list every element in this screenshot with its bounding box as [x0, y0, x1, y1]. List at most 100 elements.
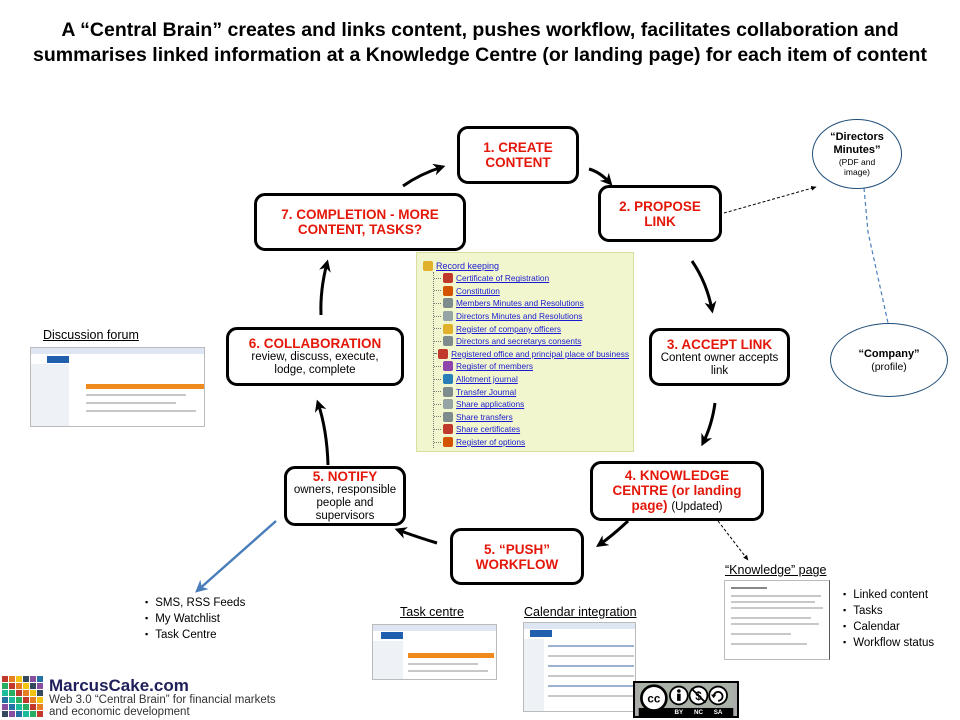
record-keeping-item-label: Allotment journal — [456, 374, 518, 385]
notify-channel-item: My Watchlist — [145, 611, 245, 627]
link-directors-company — [863, 187, 889, 324]
arrow-7-to-1 — [402, 163, 446, 188]
svg-text:cc: cc — [647, 694, 660, 706]
record-keeping-item[interactable]: Allotment journal — [434, 373, 629, 386]
step-accept-link-heading: 3. ACCEPT LINK — [666, 336, 773, 352]
notify-channels: SMS, RSS FeedsMy WatchlistTask Centre — [145, 595, 245, 643]
brand-name: MarcusCake.com — [49, 676, 189, 695]
task-centre-thumbnail — [372, 624, 497, 680]
sa-share-alike-icon — [708, 685, 728, 706]
arrow-notify-to-channels — [195, 520, 277, 593]
officer-icon — [443, 323, 453, 334]
document-icon — [443, 336, 453, 347]
knowledge-page-item: Linked content — [843, 587, 934, 603]
register-book-icon — [443, 437, 453, 448]
brand-tagline-line-1: Web 3.0 “Central Brain” for financial ma… — [49, 694, 276, 706]
office-icon — [438, 348, 449, 359]
record-keeping-item[interactable]: Directors Minutes and Resolutions — [434, 310, 629, 323]
register-book-icon — [443, 298, 453, 309]
record-keeping-item-label: Share transfers — [456, 411, 513, 422]
record-keeping-item[interactable]: Register of options — [434, 436, 629, 449]
record-keeping-item[interactable]: Register of members — [434, 360, 629, 373]
record-keeping-item[interactable]: Share certificates — [434, 423, 629, 436]
record-keeping-item[interactable]: Members Minutes and Resolutions — [434, 297, 629, 310]
record-keeping-item-label: Register of options — [456, 437, 526, 448]
arrow-6-to-7 — [319, 259, 331, 316]
step-create-content-heading: 1. CREATE CONTENT — [483, 140, 553, 170]
caption-discussion-forum: Discussion forum — [43, 328, 139, 342]
seal-icon — [443, 285, 453, 296]
calendar-thumbnail — [523, 622, 636, 712]
folder-icon — [423, 260, 433, 271]
step-notify-detail: owners, responsible people and superviso… — [293, 484, 397, 522]
record-keeping-item[interactable]: Registered office and principal place of… — [434, 348, 629, 361]
step-knowledge-centre-heading: 4. KNOWLEDGE CENTRE (or landing page) (U… — [599, 468, 755, 515]
record-keeping-item-label: Transfer Journal — [456, 386, 517, 397]
record-keeping-item[interactable]: Transfer Journal — [434, 385, 629, 398]
notify-channel-item: SMS, RSS Feeds — [145, 595, 245, 611]
cc-icon — [640, 684, 668, 712]
oval-company-profile: “Company” (profile) — [830, 323, 948, 397]
step-knowledge-centre-note: (Updated) — [671, 500, 723, 513]
step-push-workflow-heading: 5. “PUSH” WORKFLOW — [475, 541, 559, 572]
record-keeping-item-label: Registered office and principal place of… — [451, 348, 629, 359]
arrow-1-to-2 — [588, 167, 613, 186]
record-keeping-root[interactable]: Record keeping — [423, 259, 629, 272]
step-knowledge-centre-title: 4. KNOWLEDGE CENTRE (or landing page) — [612, 467, 742, 513]
record-keeping-item-label: Directors Minutes and Resolutions — [456, 311, 583, 322]
members-icon — [443, 361, 453, 372]
knowledge-page-items: Linked contentTasksCalendarWorkflow stat… — [843, 587, 934, 651]
knowledge-page-item: Tasks — [843, 603, 934, 619]
oval-directors-minutes: “Directors Minutes” (PDF and image) — [812, 119, 902, 189]
caption-knowledge-page: “Knowledge” page — [725, 563, 827, 577]
share-icon — [443, 399, 453, 410]
license-label-sa: SA — [714, 709, 723, 716]
arrow-3-to-4 — [701, 402, 717, 447]
record-keeping-item-label: Share applications — [456, 399, 525, 410]
caption-calendar-integration: Calendar integration — [524, 605, 637, 619]
oval-company-heading: “Company” — [858, 347, 920, 360]
register-book-icon — [443, 311, 453, 322]
record-keeping-item[interactable]: Share applications — [434, 398, 629, 411]
journal-icon — [443, 374, 453, 385]
record-keeping-item-label: Constitution — [456, 285, 500, 296]
record-keeping-item[interactable]: Constitution — [434, 285, 629, 298]
step-knowledge-centre: 4. KNOWLEDGE CENTRE (or landing page) (U… — [590, 461, 764, 521]
oval-directors-minutes-detail: (PDF and image) — [838, 157, 876, 177]
step-accept-link: 3. ACCEPT LINK Content owner accepts lin… — [649, 328, 790, 386]
marcuscake-logo-icon — [2, 676, 43, 717]
creative-commons-license-badge: cc $ BY NC SA — [633, 681, 739, 718]
arrow-knowledge-to-page — [717, 520, 749, 561]
step-notify-heading: 5. NOTIFY — [312, 469, 378, 484]
arrow-2-to-3 — [690, 260, 717, 314]
license-label-nc: NC — [694, 709, 704, 716]
step-collaboration-heading: 6. COLLABORATION — [248, 336, 382, 351]
step-completion: 7. COMPLETION - MORE CONTENT, TASKS? — [254, 193, 466, 251]
step-push-workflow: 5. “PUSH” WORKFLOW — [450, 528, 584, 585]
step-propose-link: 2. PROPOSE LINK — [598, 185, 722, 242]
step-notify: 5. NOTIFY owners, responsible people and… — [284, 466, 406, 526]
record-keeping-tree: Record keeping Certificate of Registrati… — [416, 252, 634, 452]
discussion-forum-thumbnail — [30, 347, 205, 427]
arrow-notify-to-6 — [314, 399, 330, 466]
caption-task-centre: Task centre — [400, 605, 464, 619]
record-keeping-item[interactable]: Register of company officers — [434, 322, 629, 335]
record-keeping-item-label: Share certificates — [456, 424, 521, 435]
step-collaboration: 6. COLLABORATION review, discuss, execut… — [226, 327, 404, 386]
record-keeping-item[interactable]: Share transfers — [434, 411, 629, 424]
step-collaboration-detail: review, discuss, execute, lodge, complet… — [251, 351, 379, 376]
record-keeping-root-label: Record keeping — [436, 260, 500, 271]
record-keeping-item-label: Members Minutes and Resolutions — [456, 298, 584, 309]
notify-channel-item: Task Centre — [145, 627, 245, 643]
record-keeping-item[interactable]: Certificate of Registration — [434, 272, 629, 285]
diagram-title: A “Central Brain” creates and links cont… — [33, 19, 927, 66]
record-keeping-item[interactable]: Directors and secretarys consents — [434, 335, 629, 348]
share-icon — [443, 411, 453, 422]
record-keeping-item-label: Register of members — [456, 361, 534, 372]
brand-tagline: Web 3.0 “Central Brain” for financial ma… — [49, 694, 276, 718]
knowledge-page-item: Workflow status — [843, 635, 934, 651]
oval-directors-minutes-heading: “Directors Minutes” — [830, 131, 884, 156]
step-create-content: 1. CREATE CONTENT — [457, 126, 579, 184]
